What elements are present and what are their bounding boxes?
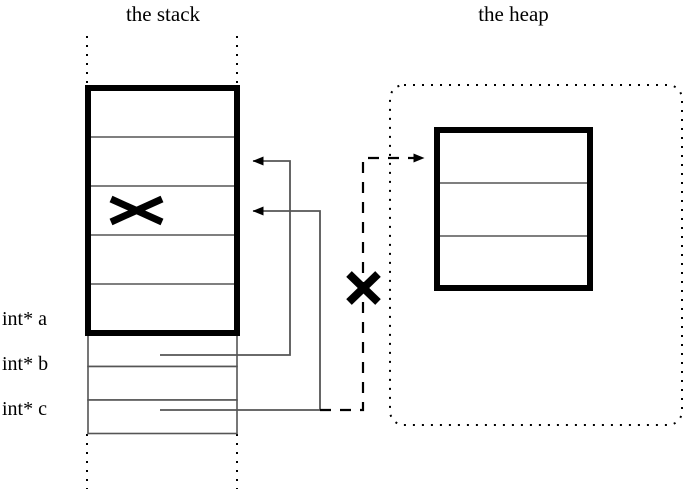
heap-title: the heap [478, 2, 549, 26]
stack-cell-value-0: 14 [152, 103, 174, 127]
heap-cell-value-0: 7 [508, 143, 520, 167]
variable-label-a: int* a [2, 308, 47, 330]
stack-cell-value-2-new: 7 [194, 193, 206, 217]
variable-label-c: int* c [2, 398, 47, 420]
stack-cell-value-3: 11 [152, 238, 174, 262]
heap-cell-value-2: ? [509, 249, 519, 273]
dangling-pointer-path [320, 153, 425, 412]
variable-label-b: int* b [2, 353, 49, 375]
stack-title: the stack [125, 2, 201, 26]
stack-cell-value-4: 10 [152, 283, 174, 307]
invalid-pointer-x-mark [346, 271, 381, 305]
heap-cell-value-1: 13 [503, 196, 525, 220]
stack-cell-value-1: 13 [152, 148, 174, 172]
stack-pointer-cells [87, 332, 238, 435]
